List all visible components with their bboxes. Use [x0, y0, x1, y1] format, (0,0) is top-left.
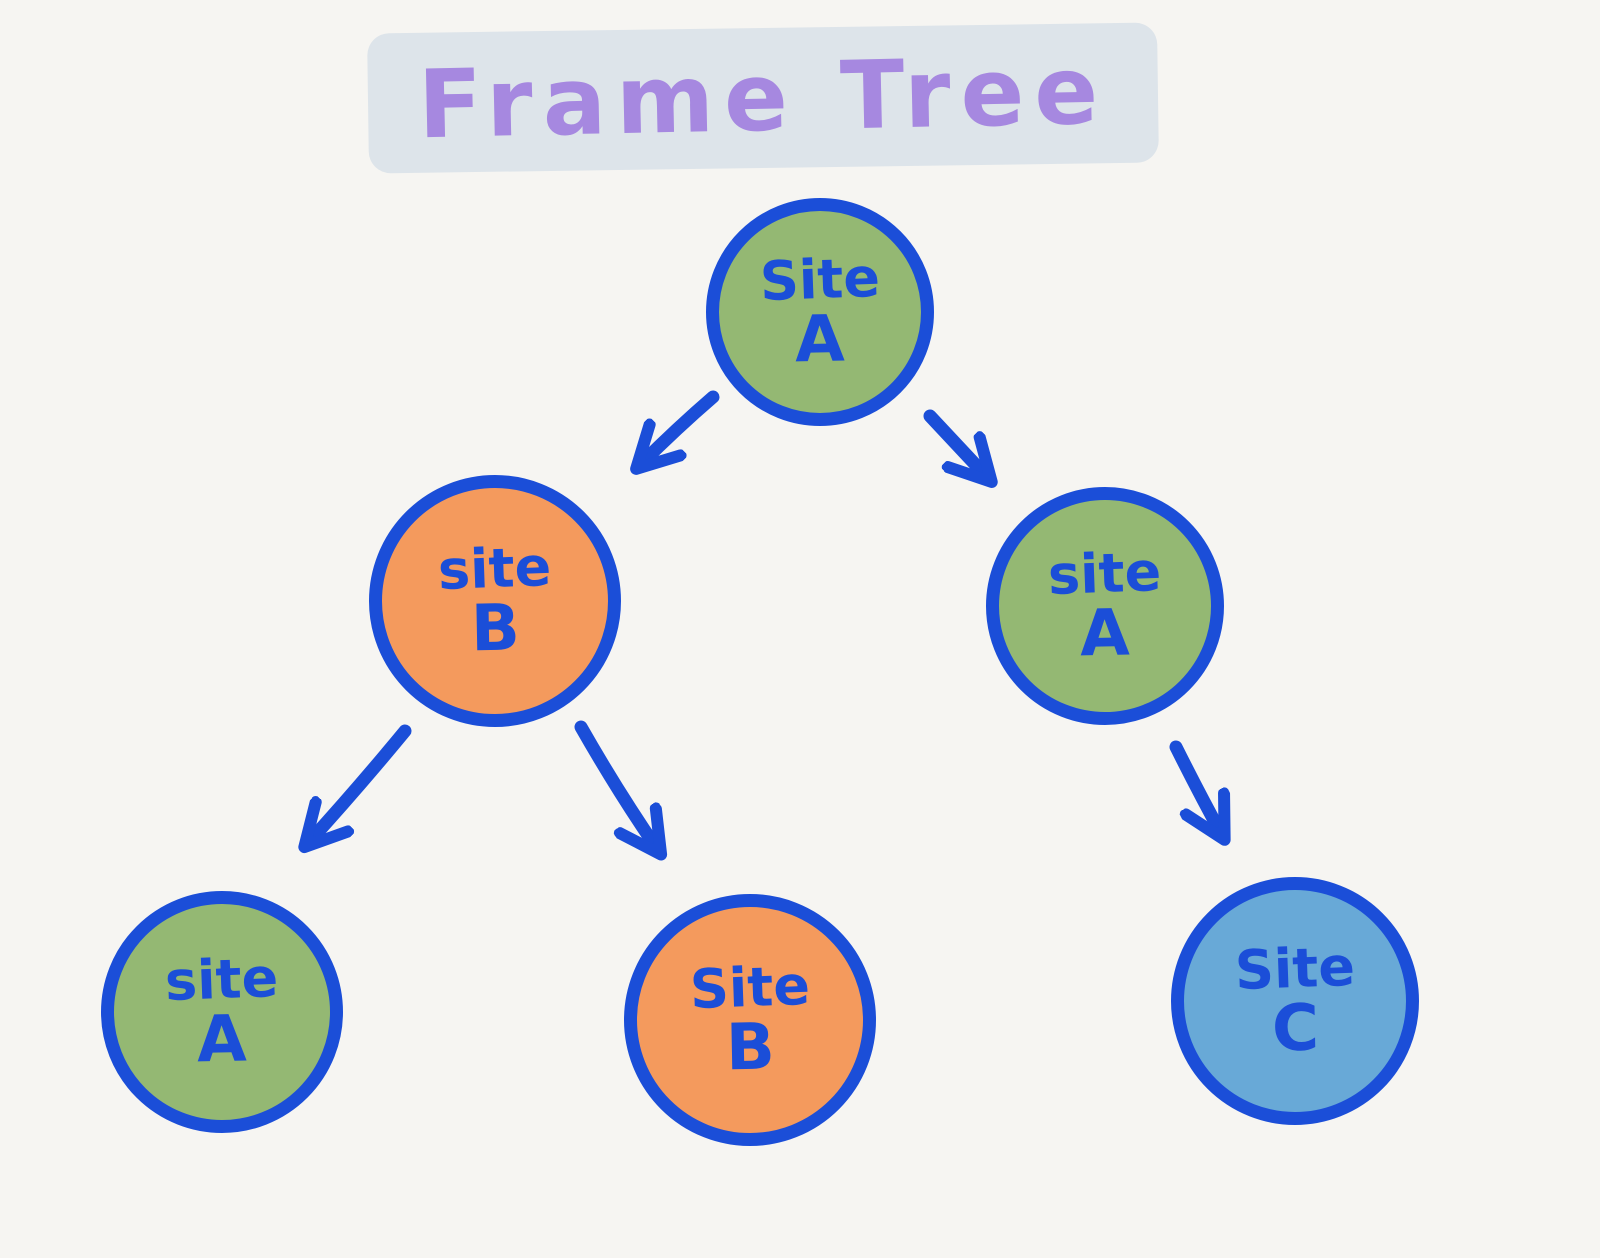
node-label: Site [688, 953, 811, 1021]
node-site-a-root: Site A [706, 198, 934, 426]
node-site-a-leaf: site A [101, 891, 343, 1133]
node-label: site [1047, 539, 1163, 607]
node-site-a-mid: site A [986, 487, 1224, 725]
node-site-b-mid: site B [369, 475, 621, 727]
node-label: site [437, 534, 553, 602]
arrow-mid-left-to-bottom-mid [574, 720, 658, 850]
node-letter: A [1079, 596, 1131, 672]
diagram-title-block: Frame Tree [367, 22, 1159, 174]
node-site-b-leaf: Site B [624, 894, 876, 1146]
node-label: Site [758, 245, 881, 313]
node-letter: C [1270, 991, 1320, 1067]
arrow-root-to-mid-right [923, 409, 988, 478]
node-label: Site [1233, 934, 1356, 1002]
arrow-root-to-mid-left [640, 390, 720, 465]
node-letter: A [794, 302, 846, 378]
arrow-mid-left-to-bottom-left [308, 724, 412, 843]
node-letter: B [724, 1010, 776, 1086]
node-site-c-leaf: Site C [1171, 877, 1419, 1125]
node-letter: B [469, 591, 521, 667]
node-label: site [164, 945, 280, 1013]
arrow-mid-right-to-bottom-right [1169, 740, 1222, 835]
node-letter: A [196, 1002, 248, 1078]
diagram-title: Frame Tree [416, 36, 1110, 160]
